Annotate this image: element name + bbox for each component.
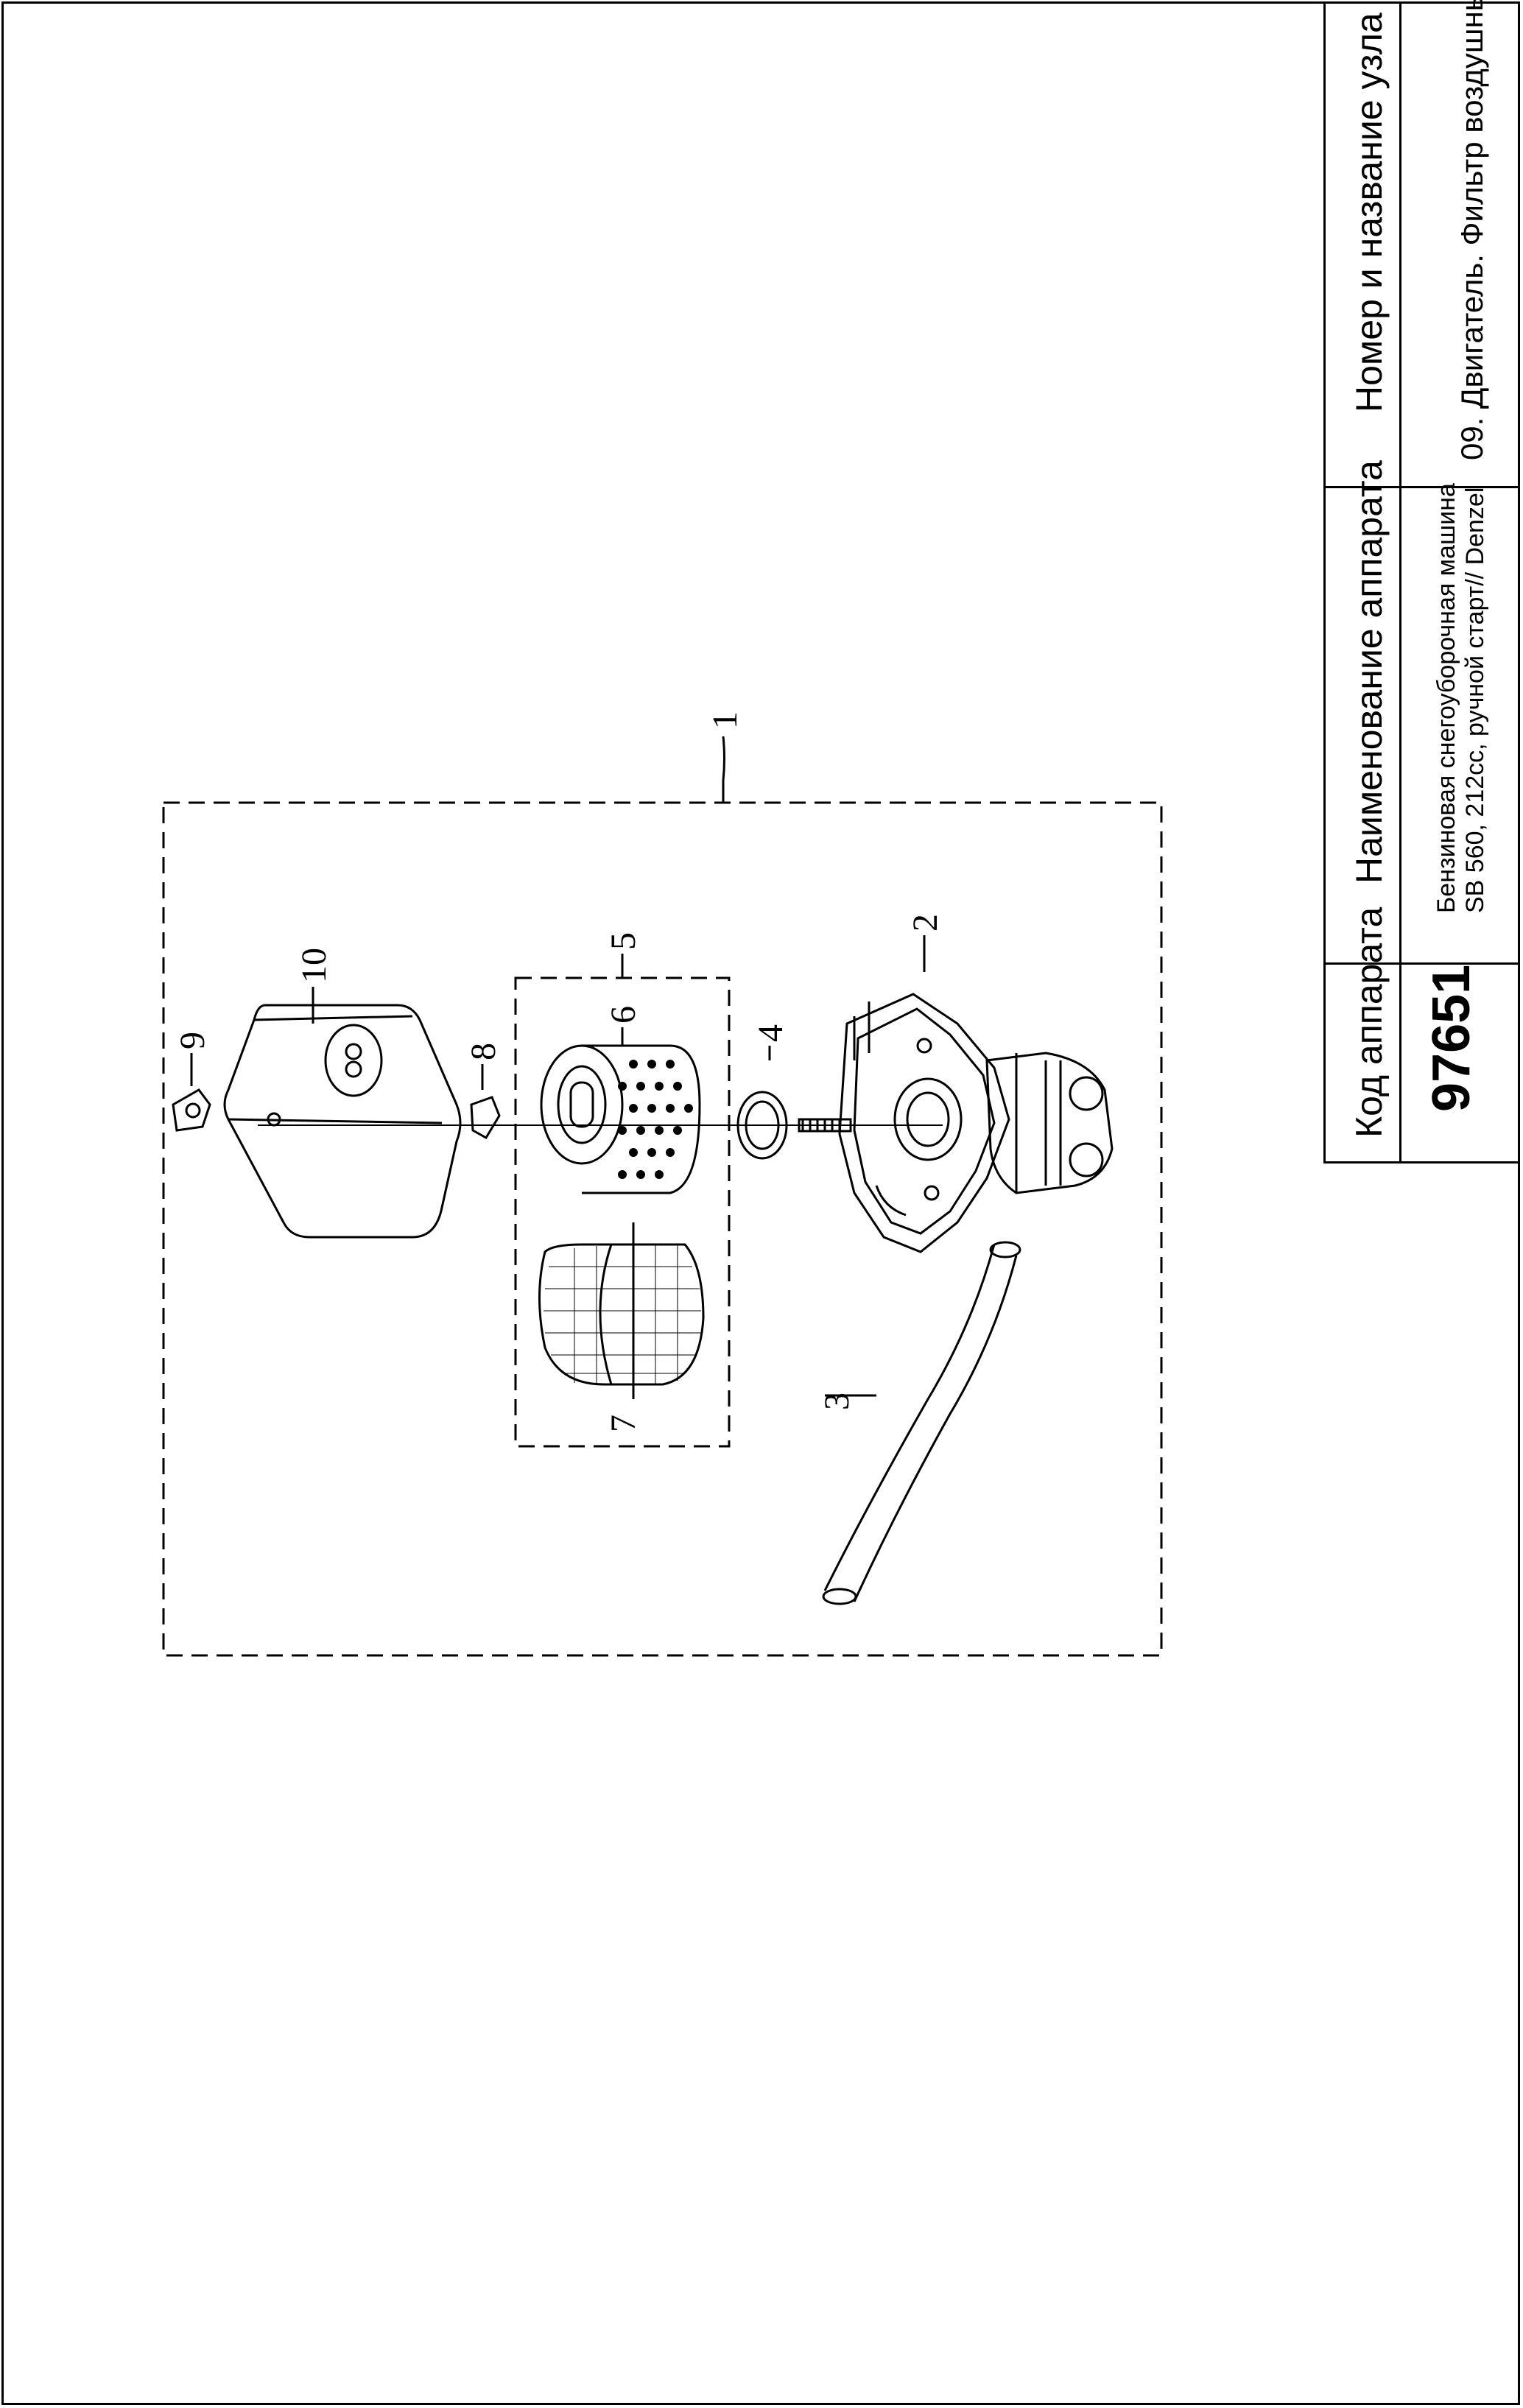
title-block [1323, 1, 1520, 1163]
callout-7: 7 [604, 1415, 643, 1432]
title-block-divider [1323, 962, 1520, 965]
breather-tube-part [822, 1241, 1021, 1605]
assembly-boundary [162, 801, 1163, 1657]
gasket-part [736, 1091, 788, 1160]
callout-3: 3 [817, 1393, 857, 1410]
clip-part [470, 1096, 501, 1140]
carburetor-part [985, 1052, 1114, 1194]
callout-2: 2 [906, 914, 945, 932]
callout-1: 1 [706, 711, 745, 729]
callout-4: 4 [751, 1024, 790, 1042]
filter-holes [618, 1060, 693, 1179]
foam-prefilter-part [538, 1243, 705, 1386]
stud-part [798, 1118, 852, 1133]
filter-element-part [540, 1044, 701, 1194]
callout-8: 8 [464, 1043, 503, 1060]
filter-subassembly-boundary [514, 976, 731, 1448]
callout-10: 10 [295, 948, 334, 983]
title-block-divider [1399, 1, 1401, 1163]
filter-cover-part [223, 1004, 462, 1239]
foam-texture [544, 1245, 701, 1384]
base-plate-part [838, 993, 1010, 1253]
callout-6: 6 [604, 1006, 643, 1024]
wing-nut-part [172, 1088, 211, 1132]
title-block-divider [1323, 486, 1520, 488]
callout-5: 5 [604, 932, 643, 950]
callout-9: 9 [173, 1032, 212, 1049]
